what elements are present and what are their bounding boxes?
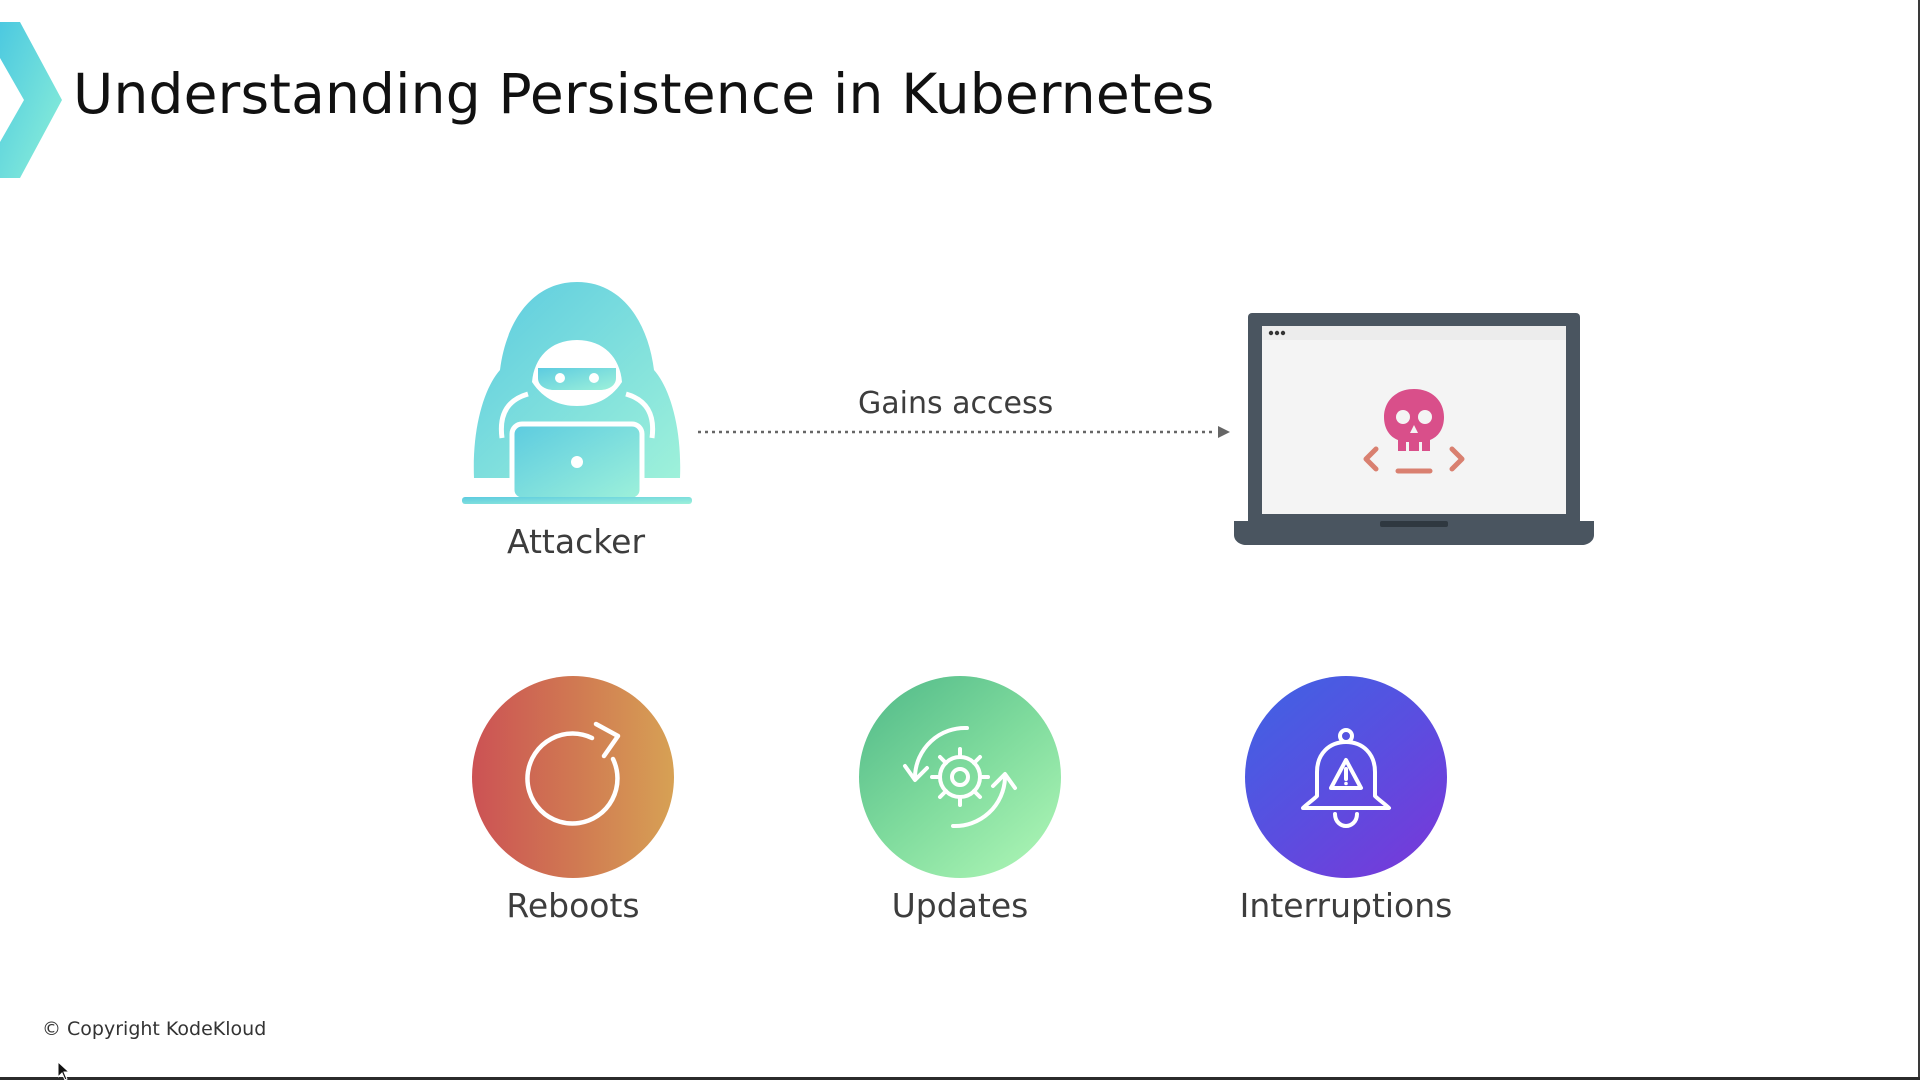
slide-accent-chevron <box>0 22 62 178</box>
mouse-cursor-icon <box>58 1062 70 1080</box>
attacker-label: Attacker <box>506 522 646 561</box>
compromised-laptop-icon <box>1234 313 1594 545</box>
page-title: Understanding Persistence in Kubernetes <box>73 62 1215 126</box>
gear-sync-icon <box>903 725 1017 829</box>
interruptions-label: Interruptions <box>1239 886 1453 925</box>
edge-label: Gains access <box>858 386 1054 421</box>
interruptions-circle <box>1245 676 1447 878</box>
reboots-label: Reboots <box>506 886 640 925</box>
frame-right-border <box>1918 0 1920 1080</box>
copyright-text: © Copyright KodeKloud <box>42 1018 267 1040</box>
frame-bottom-border <box>0 1077 1920 1080</box>
alert-bell-icon <box>1301 728 1391 828</box>
updates-label: Updates <box>891 886 1029 925</box>
dotted-arrow <box>698 426 1230 438</box>
refresh-icon <box>525 721 621 826</box>
hooded-hacker-icon <box>462 282 692 504</box>
reboots-circle <box>472 676 674 878</box>
updates-circle <box>859 676 1061 878</box>
